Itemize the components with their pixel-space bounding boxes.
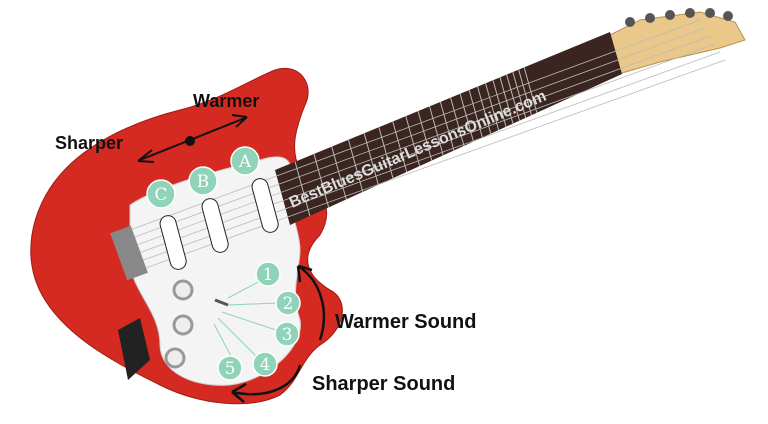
- fret: [518, 69, 532, 116]
- badge-4: 4: [252, 351, 278, 377]
- svg-text:2: 2: [283, 294, 294, 314]
- fret: [405, 115, 421, 167]
- svg-text:C: C: [154, 185, 167, 205]
- badge-c: C: [146, 179, 176, 209]
- svg-text:4: 4: [260, 355, 271, 375]
- fret: [459, 93, 474, 142]
- fret: [485, 83, 500, 131]
- badge-1: 1: [255, 261, 281, 287]
- fret: [331, 146, 347, 200]
- output-jack: [118, 318, 150, 380]
- neck-fretboard: [275, 32, 622, 225]
- pickups: [159, 178, 279, 270]
- badge-b: B: [188, 166, 218, 196]
- fret: [439, 101, 455, 151]
- fret: [417, 110, 433, 161]
- svg-text:A: A: [238, 152, 252, 172]
- selector-switch: [214, 298, 229, 307]
- switch-leader-lines: [213, 279, 279, 359]
- headstock: [599, 11, 746, 76]
- label-warmer-sound: Warmer Sound: [335, 311, 477, 333]
- fret: [512, 71, 527, 118]
- fret: [294, 161, 311, 217]
- label-sharper: Sharper: [55, 133, 123, 153]
- fret: [429, 106, 444, 156]
- warmer-sound-arrow: [296, 264, 326, 341]
- badge-3: 3: [274, 321, 300, 347]
- fret: [523, 67, 538, 113]
- label-sharper-sound: Sharper Sound: [312, 373, 455, 395]
- fret: [313, 153, 330, 208]
- badge-5: 5: [217, 355, 243, 381]
- arrowhead-sharper: [137, 149, 155, 163]
- pickup-c: [159, 215, 187, 270]
- tuning-pegs: [625, 8, 733, 27]
- fret: [392, 121, 408, 173]
- svg-text:B: B: [197, 172, 210, 192]
- fret: [450, 97, 465, 146]
- badge-a: A: [230, 146, 260, 176]
- svg-text:1: 1: [263, 265, 274, 285]
- sharper-sound-arrow: [231, 364, 302, 403]
- fret: [506, 74, 521, 121]
- pickup-b: [201, 198, 229, 253]
- label-warmer: Warmer: [193, 91, 259, 111]
- strings: [129, 19, 726, 271]
- svg-text:5: 5: [225, 359, 236, 379]
- knobs: [164, 279, 194, 369]
- arrowhead-warmer: [231, 114, 248, 128]
- tone-arrow-pivot: [185, 136, 195, 146]
- pickup-a: [251, 178, 279, 233]
- svg-text:3: 3: [282, 325, 293, 345]
- fret: [378, 127, 394, 179]
- bridge: [110, 225, 148, 281]
- badge-2: 2: [275, 290, 301, 316]
